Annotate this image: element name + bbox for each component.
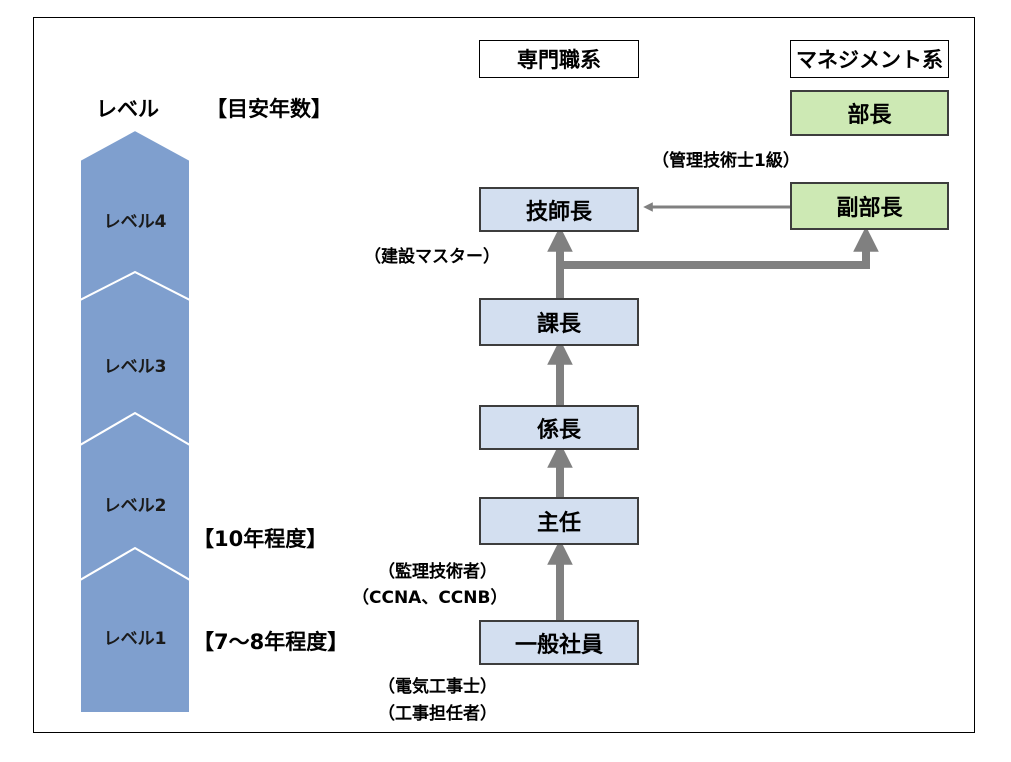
level-3-label: レベル3: [103, 357, 167, 377]
position-ippan-shain: 一般社員: [479, 620, 639, 665]
specialist-track-header: 専門職系: [479, 40, 639, 78]
position-fukubucho: 副部長: [790, 182, 949, 230]
management-track-header: マネジメント系: [790, 40, 949, 78]
position-kakaricho: 係長: [479, 405, 639, 450]
position-kacho: 課長: [479, 298, 639, 346]
level-4-chevron: [79, 128, 191, 302]
level-column-title: レベル: [96, 97, 159, 121]
note-ippan-qualification-1: （電気工事士）: [378, 677, 497, 697]
note-gishicho-qualification: （建設マスター）: [364, 247, 500, 267]
years-column-title: 【目安年数】: [206, 97, 332, 121]
position-gishicho: 技師長: [479, 187, 639, 232]
note-ippan-qualification-2: （工事担任者）: [378, 704, 497, 724]
level-1-label: レベル1: [103, 629, 167, 649]
level-1-years: 【7～8年程度】: [193, 630, 349, 654]
level-2-label: レベル2: [103, 496, 167, 516]
level-2-years: 【10年程度】: [193, 527, 328, 551]
position-bucho: 部長: [790, 90, 949, 136]
diagram-frame: [33, 17, 975, 733]
level-4-label: レベル4: [103, 212, 167, 232]
note-shunin-qualification-1: （監理技術者）: [378, 562, 497, 582]
note-shunin-qualification-2: （CCNA、CCNB）: [352, 588, 508, 608]
arrow-kacho-to-fukubucho: [560, 226, 879, 269]
note-fukubucho-qualification: （管理技術士1級）: [652, 151, 800, 171]
position-shunin: 主任: [479, 497, 639, 545]
